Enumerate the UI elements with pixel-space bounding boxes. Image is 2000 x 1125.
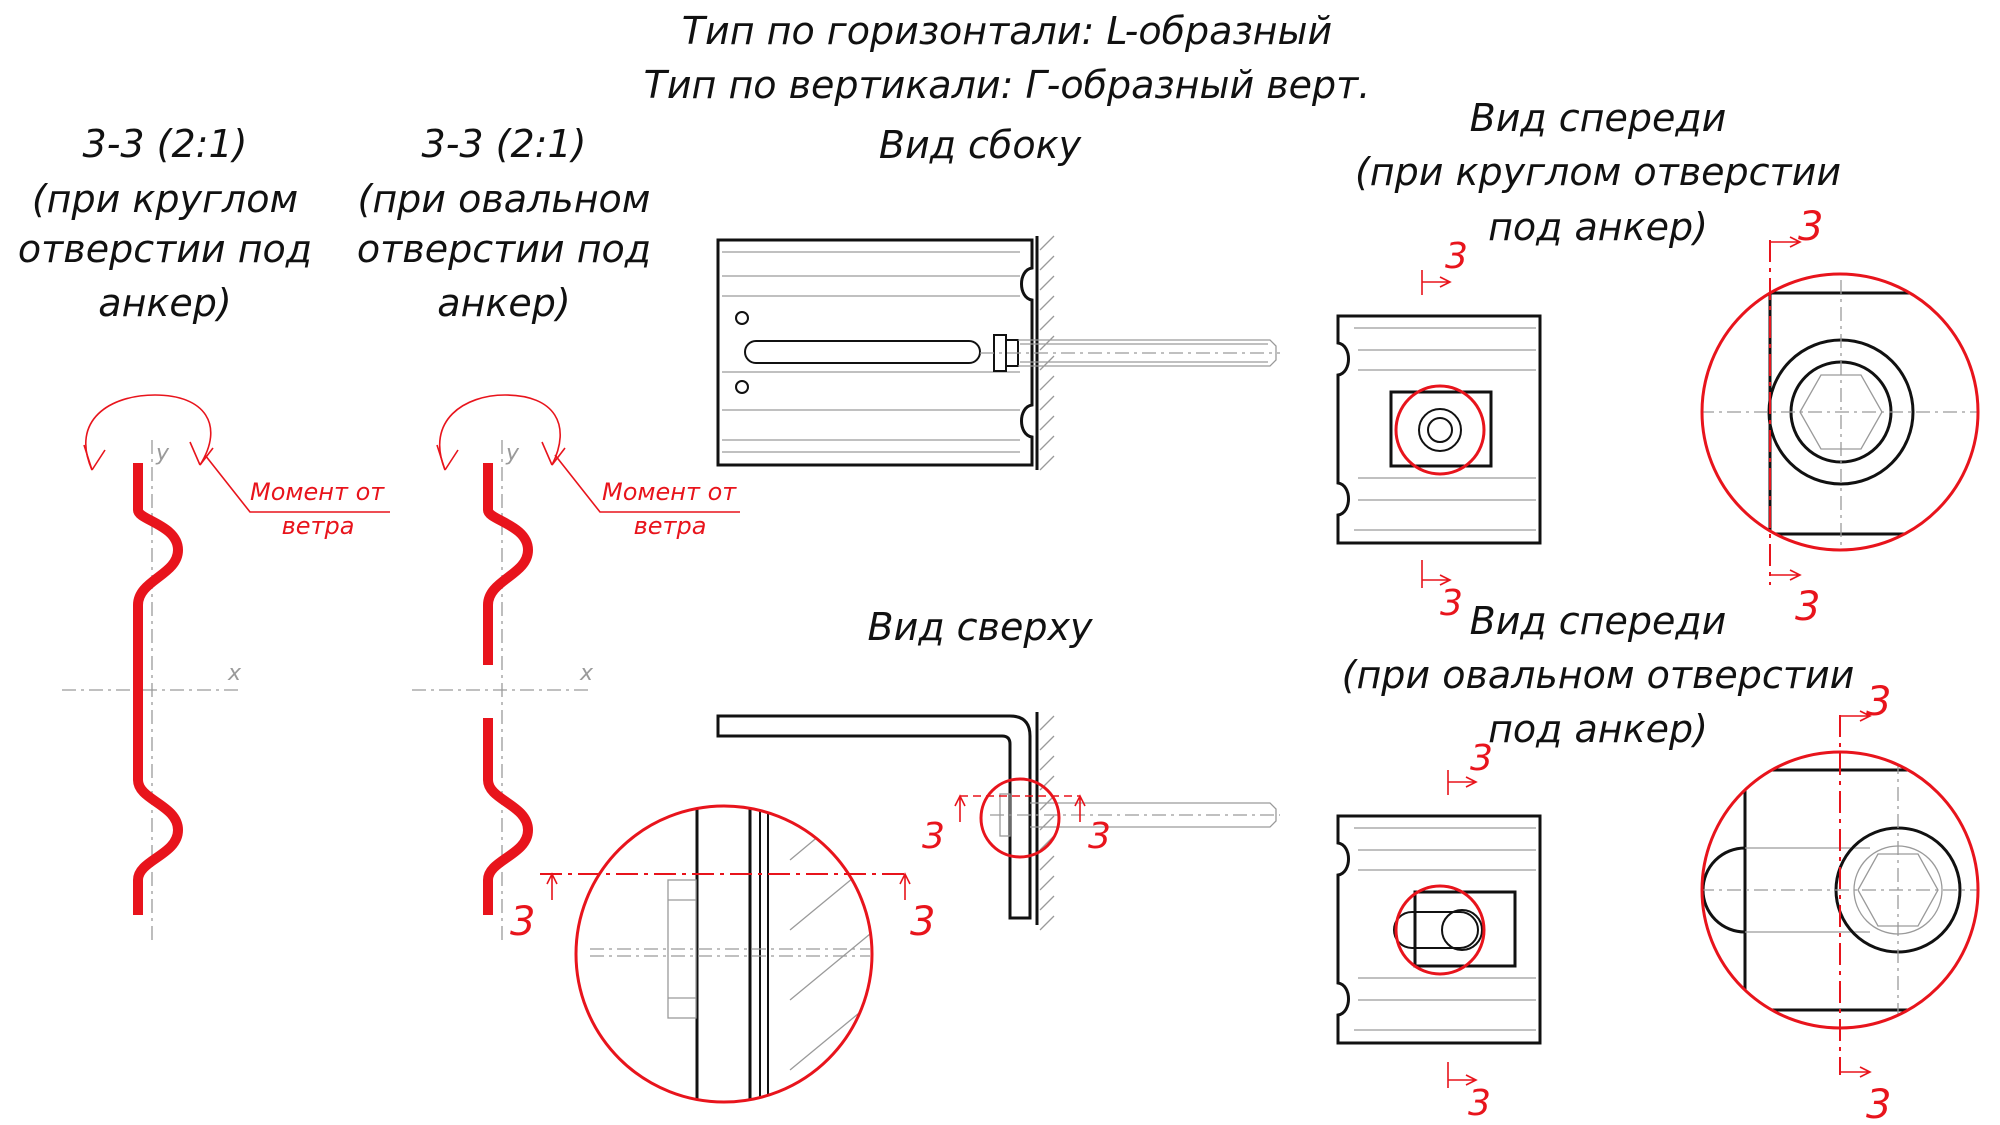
side-hole-top: [735, 311, 749, 325]
front-oval-slot: [1393, 911, 1479, 949]
section-oval-line-1: (при овальном: [358, 177, 651, 221]
front-view-oval: 3 3: [1336, 738, 1542, 1124]
front-oval-detail-circle: [1394, 884, 1486, 976]
front-oval-line-1: Вид спереди: [1470, 599, 1727, 643]
front-round-cut-top: 3: [1445, 236, 1468, 277]
section-round-caption: 3-3 (2:1) (при круглом отверстии под анк…: [18, 122, 312, 325]
section-oval-caption: 3-3 (2:1) (при овальном отверстии под ан…: [357, 122, 651, 325]
x-axis-label-round: x: [227, 661, 242, 686]
side-anchor-rod: [1018, 339, 1277, 367]
front-oval-washer: [1441, 909, 1483, 951]
top-anchor-rod: [1030, 802, 1277, 828]
section-round-line-1: (при круглом: [32, 177, 298, 221]
front-round-hole: [1427, 417, 1453, 443]
moment-label-oval-1: Момент от: [602, 478, 737, 506]
side-view-outline: [716, 238, 1034, 467]
section-oval-line-3: анкер): [437, 281, 570, 325]
y-axis-label-oval: y: [505, 441, 520, 466]
front-oval-plate: [1413, 890, 1517, 968]
front-round-line-2: (при круглом отверстии: [1355, 150, 1841, 194]
side-view: [716, 235, 1280, 471]
header-line-2: Тип по вертикали: Г-образный верт.: [644, 63, 1371, 107]
section-oval-profile: y x Момент от ветра: [412, 394, 740, 945]
front-oval-detail-cut-top: 3: [1866, 679, 1891, 725]
top-view-profile: [716, 714, 1032, 920]
top-view: 3 3: [716, 712, 1280, 931]
side-hole-bottom: [735, 380, 749, 394]
profile-oval-lower: [483, 718, 534, 915]
moment-arrow-left-round: [83, 444, 106, 471]
profile-oval-upper: [483, 463, 534, 665]
front-round-detail-cut-bottom: 3: [1795, 584, 1820, 630]
top-cut-mark-right: 3: [1088, 816, 1111, 857]
front-round-detail-cut-top: 3: [1798, 204, 1823, 250]
y-axis-label-round: y: [155, 441, 170, 466]
cut-mark-right: 3: [910, 899, 935, 945]
front-oval-cut-top: 3: [1470, 738, 1493, 779]
moment-arc-round: [85, 394, 212, 471]
side-slot: [744, 340, 981, 364]
section-oval-title: 3-3 (2:1): [422, 122, 587, 166]
section-round-profile: y x Момент от ветра: [62, 394, 390, 945]
header-line-1: Тип по горизонтали: L-образный: [682, 9, 1332, 53]
front-round-line-3: под анкер): [1488, 205, 1708, 249]
front-round-cut-bottom: 3: [1440, 583, 1463, 624]
detail-magnifier-top-right: 3 3: [1700, 204, 1980, 630]
front-round-caption: Вид спереди (при круглом отверстии под а…: [1355, 96, 1841, 249]
front-round-line-1: Вид спереди: [1470, 96, 1727, 140]
moment-label-oval-2: ветра: [634, 512, 707, 540]
moment-label-round-2: ветра: [282, 512, 355, 540]
top-cut-mark-left: 3: [922, 816, 945, 857]
x-axis-label-oval: x: [579, 661, 594, 686]
section-round-title: 3-3 (2:1): [83, 122, 248, 166]
top-view-detail-circle: [979, 777, 1061, 859]
moment-arrow-left-oval: [436, 444, 459, 471]
moment-arc-oval: [438, 394, 561, 471]
section-round-line-2: отверстии под: [18, 227, 312, 271]
top-view-title: Вид сверху: [868, 605, 1093, 649]
front-round-detail-circle: [1394, 384, 1486, 476]
cut-mark-left: 3: [510, 899, 535, 945]
front-oval-line-2: (при овальном отверстии: [1342, 653, 1855, 697]
front-view-round: 3 3: [1336, 236, 1542, 624]
moment-arrow-right-oval: [541, 441, 566, 466]
detail-circle-top-right: [1700, 272, 1980, 552]
front-round-outline: [1336, 314, 1542, 545]
moment-leader-oval: [554, 454, 740, 513]
moment-leader-round: [204, 454, 390, 513]
detail-magnifier-left: 3 3: [510, 804, 935, 1104]
detail-circle-left: [574, 804, 874, 1104]
front-oval-line-3: под анкер): [1488, 707, 1708, 751]
front-oval-cut-bottom: 3: [1468, 1083, 1491, 1124]
front-round-washer: [1418, 408, 1462, 452]
section-oval-line-2: отверстии под: [357, 227, 651, 271]
moment-label-round-1: Момент от: [250, 478, 385, 506]
detail-magnifier-bottom-right: 3 3: [1700, 679, 1980, 1125]
front-round-plate: [1389, 390, 1493, 468]
front-oval-caption: Вид спереди (при овальном отверстии под …: [1342, 599, 1855, 751]
top-wall-hatch: [1039, 715, 1055, 931]
profile-round: [133, 463, 184, 915]
front-oval-detail-cut-bottom: 3: [1866, 1082, 1891, 1125]
side-view-title: Вид сбоку: [879, 123, 1082, 167]
side-wall-hatch: [1039, 235, 1055, 471]
front-oval-outline: [1336, 814, 1542, 1045]
section-round-line-3: анкер): [98, 281, 231, 325]
